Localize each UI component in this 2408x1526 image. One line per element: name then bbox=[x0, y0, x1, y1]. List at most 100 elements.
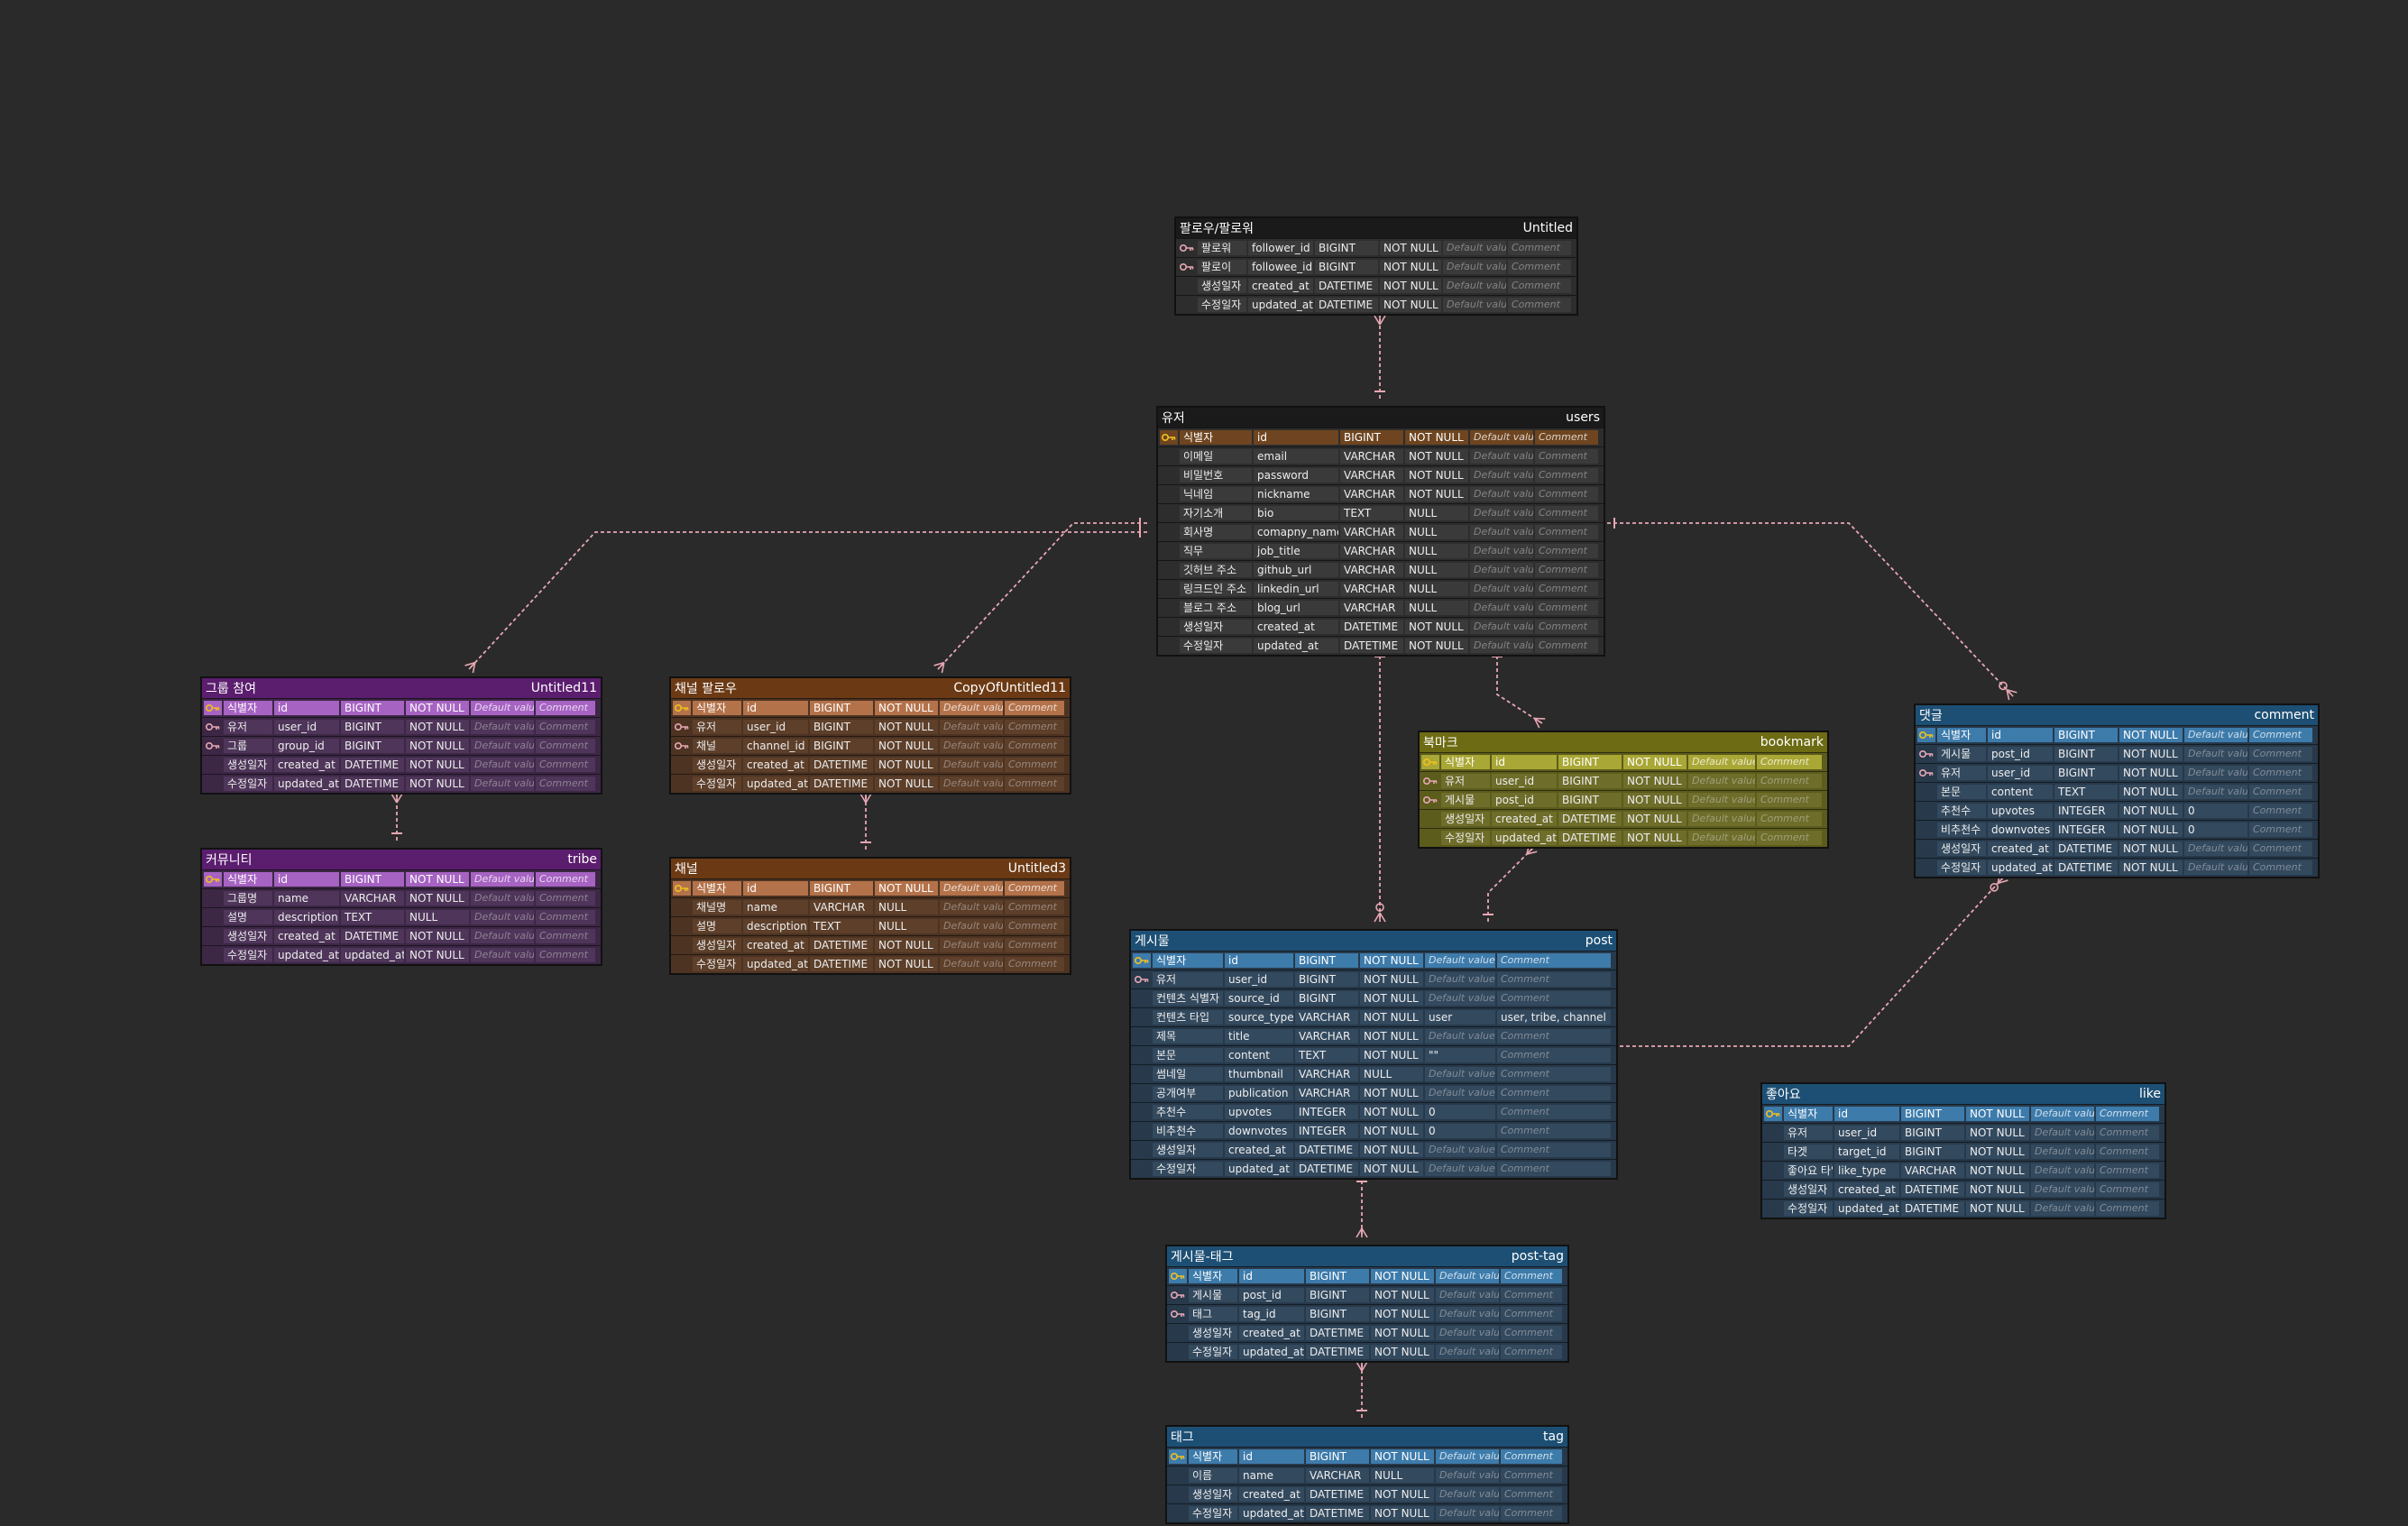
relation-users-follow[interactable] bbox=[1374, 315, 1386, 399]
relation-users-post[interactable] bbox=[1374, 649, 1386, 923]
relation-tag-post_tag[interactable] bbox=[1356, 1361, 1368, 1418]
relation-channel-channel_follow[interactable] bbox=[859, 793, 872, 850]
relation-users-comment[interactable] bbox=[1607, 518, 2017, 701]
relation-post-post_tag[interactable] bbox=[1356, 1174, 1368, 1238]
relation-post-comment[interactable] bbox=[1607, 872, 2008, 1052]
relation-users-bookmark[interactable] bbox=[1492, 649, 1546, 729]
relation-post-bookmark[interactable] bbox=[1483, 843, 1538, 922]
relation-tribe-group_member[interactable] bbox=[391, 793, 403, 841]
relation-users-channel_follow[interactable] bbox=[933, 518, 1147, 674]
